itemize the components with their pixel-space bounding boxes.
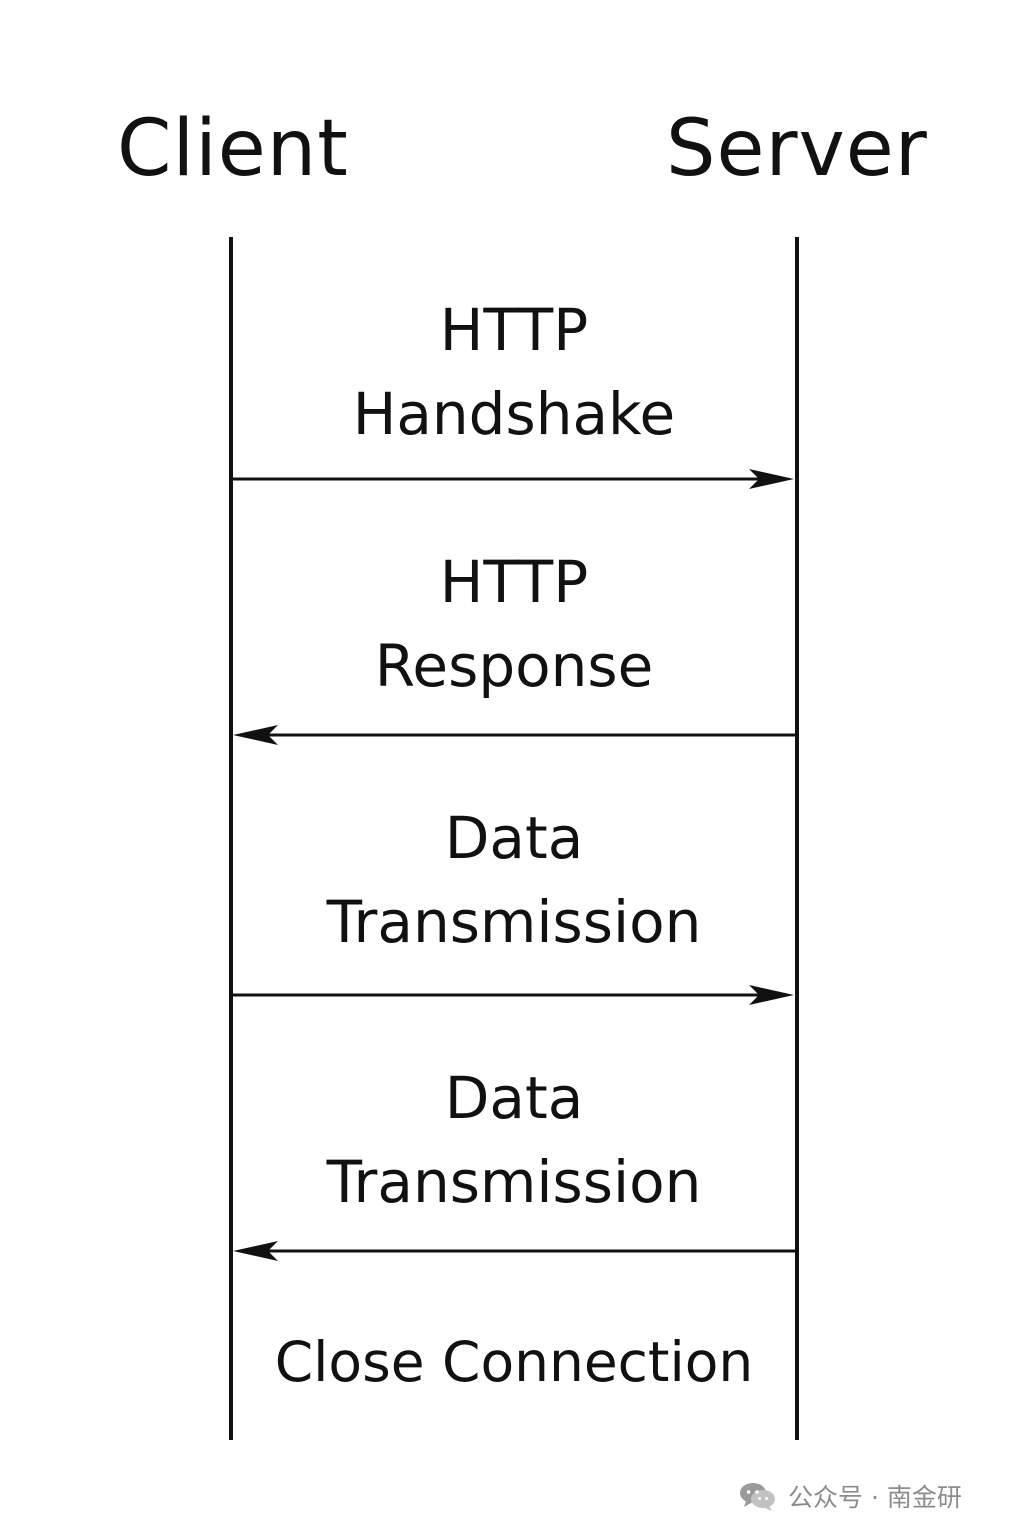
- message-label-data-transmission-2: Data Transmission: [233, 1056, 795, 1224]
- close-connection-label: Close Connection: [274, 1330, 754, 1394]
- message-label-http-response: HTTP Response: [233, 540, 795, 708]
- message-label-line: Data: [444, 804, 584, 872]
- client-lifeline: [229, 237, 233, 1440]
- message-label-line: HTTP: [439, 296, 589, 364]
- server-lifeline: [795, 237, 799, 1440]
- message-label-line: Data: [444, 1064, 584, 1132]
- watermark-text: 公众号 · 南金研: [788, 1483, 962, 1512]
- message-label-http-handshake: HTTP Handshake: [233, 288, 795, 456]
- message-label-line: HTTP: [439, 548, 589, 616]
- left-arrow-data-transmission: [233, 1241, 796, 1261]
- right-arrow-http-handshake: [231, 469, 794, 489]
- message-label-data-transmission-1: Data Transmission: [233, 796, 795, 964]
- wechat-icon: [740, 1483, 775, 1511]
- right-arrow-data-transmission: [231, 985, 794, 1005]
- message-label-line: Transmission: [326, 888, 702, 956]
- message-label-line: Handshake: [352, 380, 676, 448]
- left-arrow-http-response: [233, 725, 796, 745]
- watermark: 公众号 · 南金研: [738, 1475, 962, 1517]
- server-title: Server: [666, 104, 928, 194]
- client-title: Client: [117, 104, 349, 194]
- message-label-line: Transmission: [326, 1148, 702, 1216]
- message-label-line: Response: [374, 632, 654, 700]
